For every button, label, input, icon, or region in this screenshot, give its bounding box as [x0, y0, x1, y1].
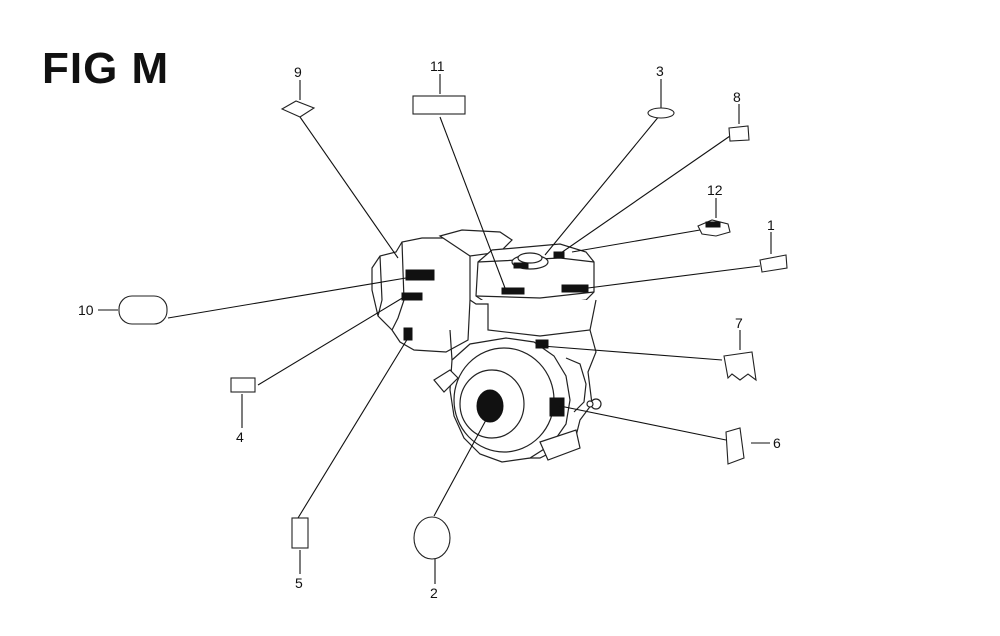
callout-5: 5 [295, 575, 303, 591]
part-9-label [280, 100, 316, 118]
part-1-label [759, 254, 788, 273]
leader-lines [98, 74, 772, 584]
part-6-label [725, 427, 745, 465]
part-7-label [723, 351, 757, 382]
callout-3: 3 [656, 63, 664, 79]
part-11-label [412, 95, 466, 115]
callout-11: 11 [430, 58, 445, 74]
engine-illustration [371, 229, 602, 463]
part-3-label [647, 107, 675, 119]
callout-8: 8 [733, 89, 741, 105]
part-10-label [118, 295, 168, 325]
callout-1: 1 [767, 217, 775, 233]
part-2-label [413, 516, 451, 560]
figure-title: FIG M [42, 44, 170, 93]
decal-on-aircleaner [405, 269, 435, 281]
part-5-label [291, 517, 309, 549]
callout-6: 6 [773, 435, 781, 451]
decal-parts [118, 95, 788, 560]
callout-7: 7 [735, 315, 743, 331]
part-8-label [728, 125, 750, 142]
callout-2: 2 [430, 585, 438, 601]
callout-numbers: 9 11 3 8 12 1 7 6 10 4 5 2 [78, 58, 781, 601]
callout-10: 10 [78, 302, 94, 318]
callout-9: 9 [294, 64, 302, 80]
part-4-label [230, 377, 256, 393]
callout-4: 4 [236, 429, 244, 445]
callout-12: 12 [707, 182, 723, 198]
